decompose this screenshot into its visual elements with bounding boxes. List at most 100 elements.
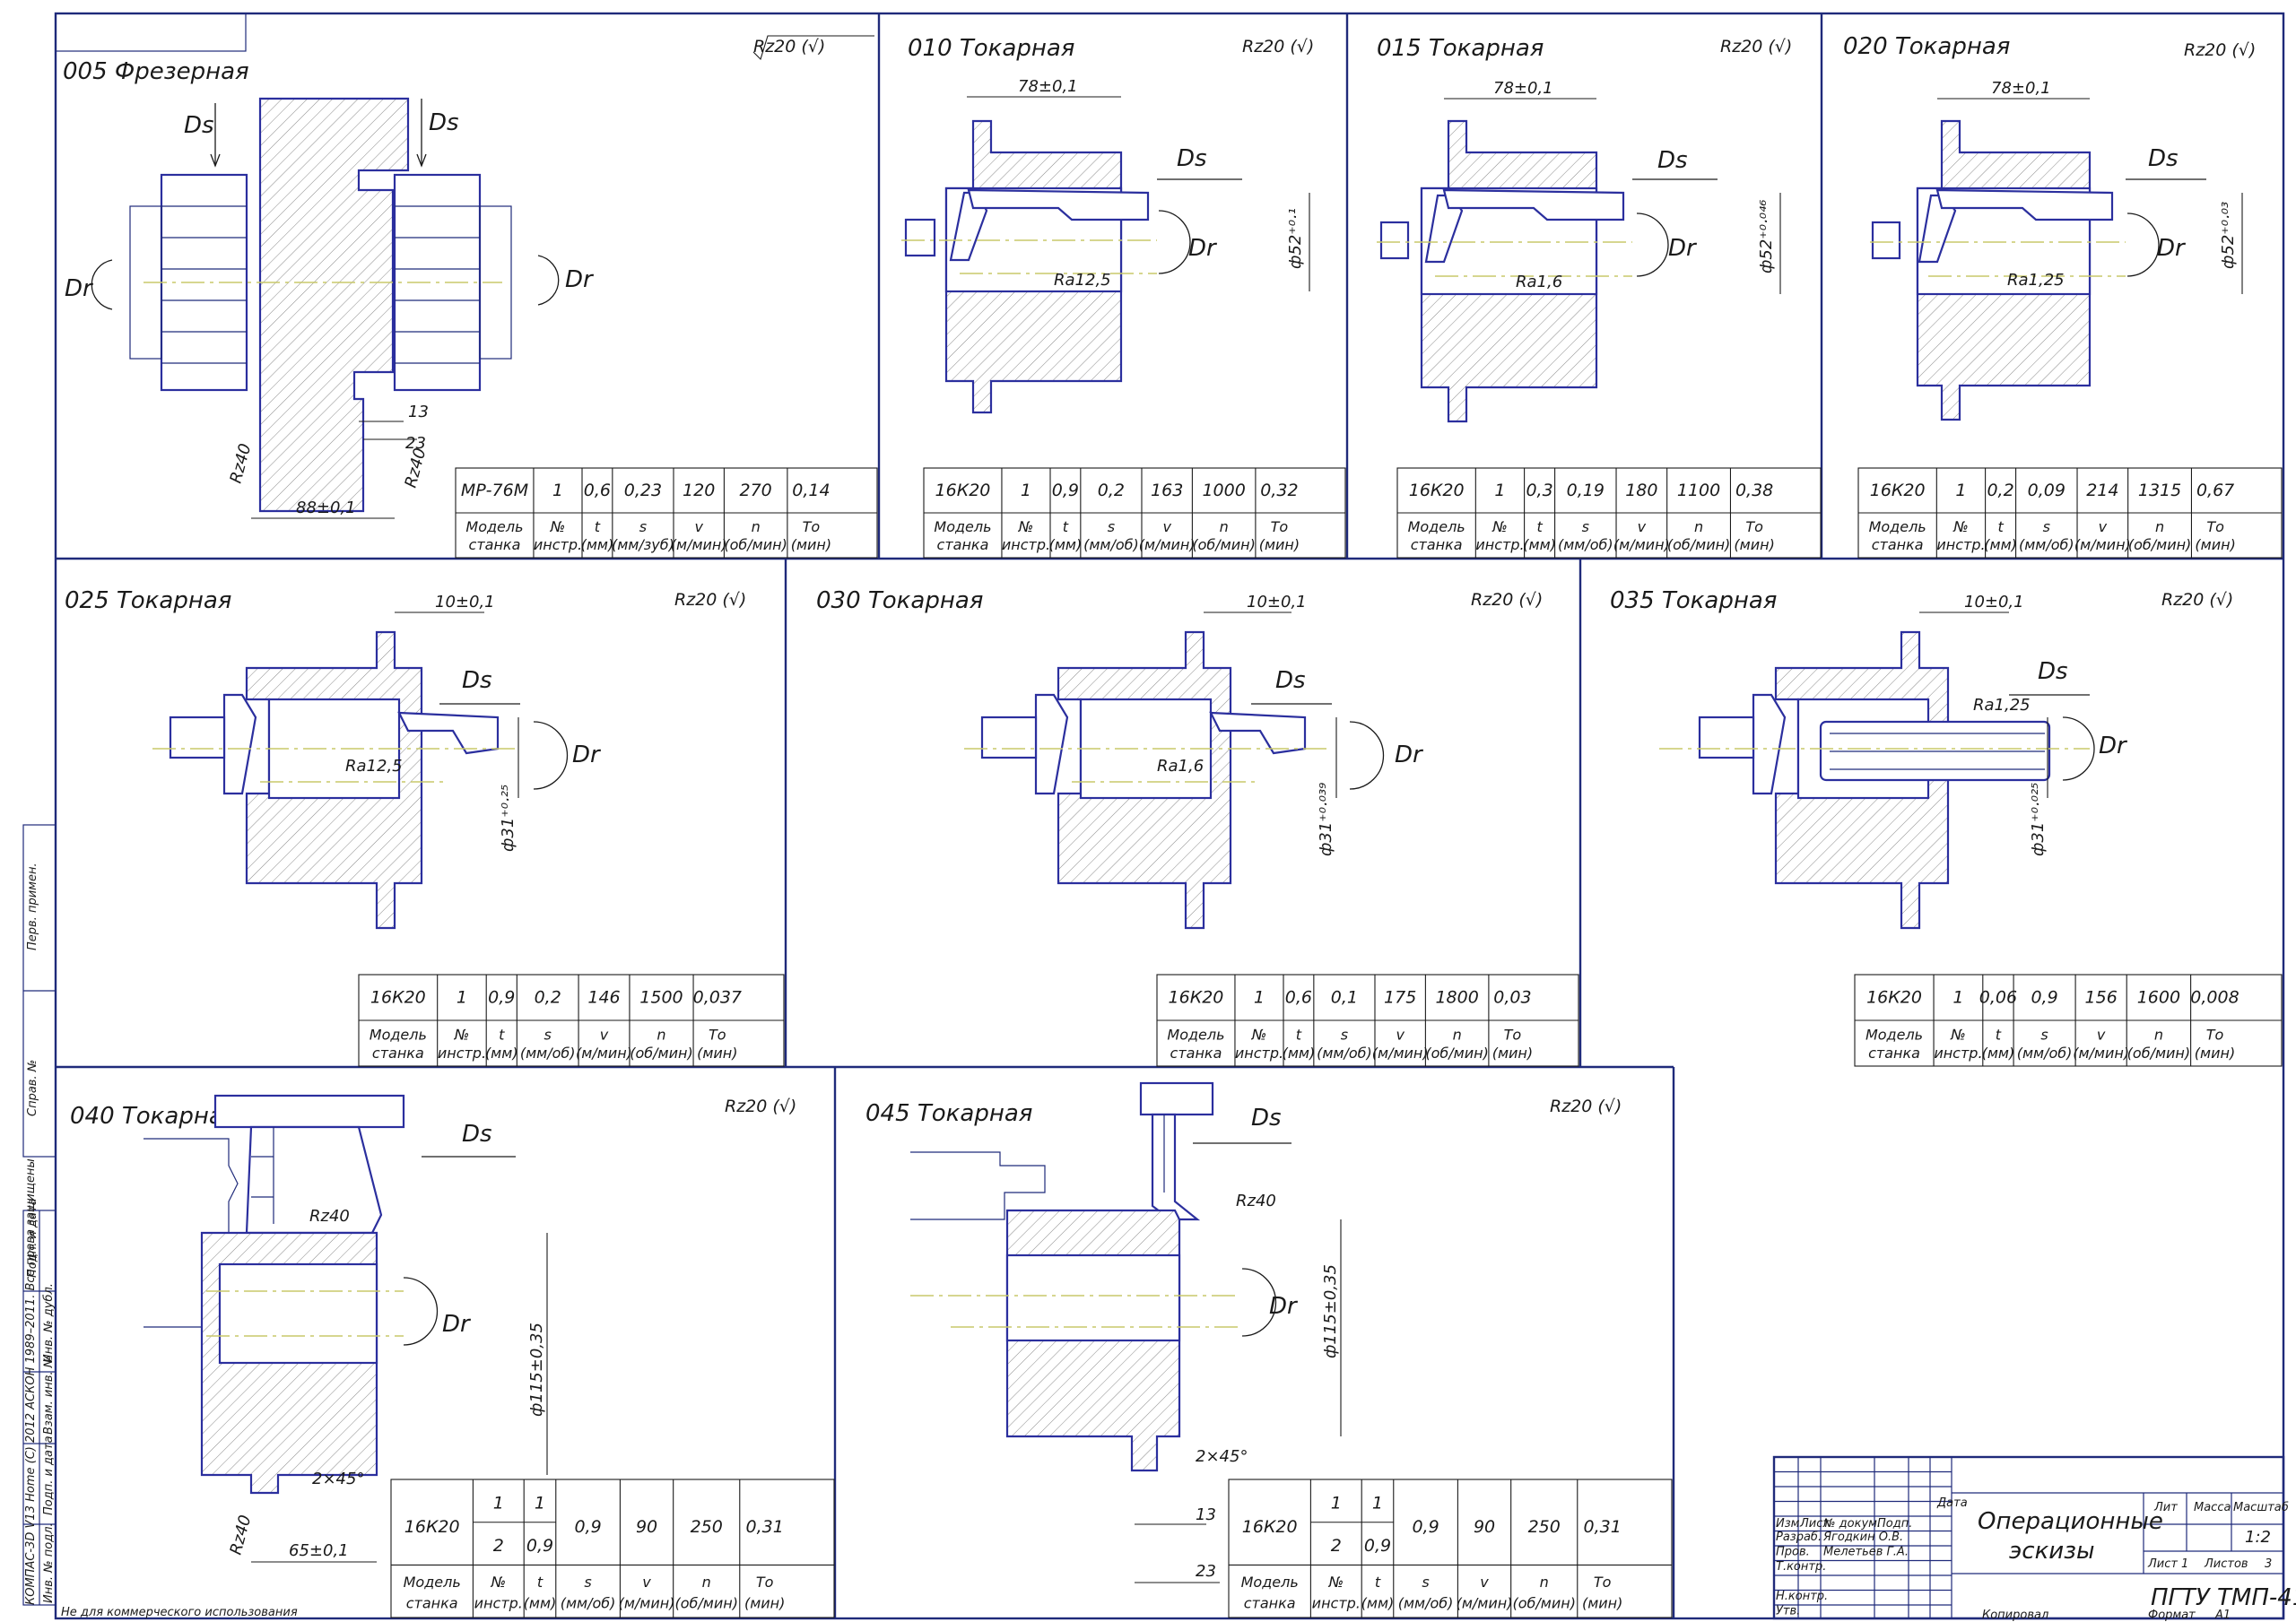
table-header: То: [1594, 1574, 1612, 1591]
ds-label: Ds: [1275, 667, 1306, 694]
table-cell: 1315: [2138, 481, 2181, 500]
op-040: 040 Токарная Rz20 (√) Ds Dr ф115±0,35 2×…: [70, 1094, 796, 1563]
table-header: инстр.: [1936, 536, 1985, 553]
table-cell: 214: [2086, 481, 2118, 500]
dr-label: Dr: [572, 742, 602, 768]
corner-box: [55, 13, 247, 52]
table-cell: 0,1: [1331, 988, 1358, 1008]
dr-label: Dr: [565, 266, 595, 293]
table-header: (об/мин): [2127, 1045, 2190, 1062]
table-cell: 270: [740, 481, 772, 500]
table-header: То: [2206, 1026, 2224, 1043]
roughness-note: Rz20 (√): [674, 590, 746, 610]
dim-text: ф31⁺⁰·⁰³⁹: [1317, 783, 1335, 856]
table-cell: 16К20: [370, 988, 426, 1008]
table-header: s: [1422, 1574, 1429, 1591]
table-cell: 1100: [1677, 481, 1720, 500]
table-header: v: [1396, 1026, 1405, 1043]
table-header: v: [1162, 518, 1171, 535]
table-cell: 1500: [639, 988, 683, 1008]
ds-label: Ds: [462, 667, 492, 694]
table-cell: 0,67: [2196, 481, 2234, 500]
param-table: Модельстанка16К20№инстр.1t(мм)0,9s(мм/об…: [358, 974, 785, 1067]
table-header: (мин): [744, 1594, 785, 1611]
param-table: Модельстанка16К20№инстр.1t(мм)0,06s(мм/о…: [1854, 974, 2283, 1067]
sheet-no: 1: [2181, 1557, 2188, 1571]
table-header: №: [1492, 518, 1508, 535]
table-cell: 0,9: [1364, 1536, 1391, 1556]
op-010: 010 Токарная Rz20 (√) 78±0,1 Ds Dr ф52⁺⁰…: [901, 35, 1314, 414]
ds-label: Ds: [2038, 658, 2068, 685]
table-header: №: [1018, 518, 1034, 535]
table-header: (мин): [2195, 536, 2235, 553]
table-cell: 0,06: [1979, 988, 2017, 1008]
op-title: 025 Токарная: [65, 587, 231, 614]
ra-label: Rz40: [227, 1514, 256, 1557]
dim-text: 78±0,1: [1018, 77, 1078, 96]
stamp-role: Пров.: [1776, 1546, 1810, 1559]
table-header: То: [2206, 518, 2224, 535]
op-020: 020 Токарная Rz20 (√) 78±0,1 Ds Dr ф52⁺⁰…: [1843, 33, 2256, 421]
table-cell: 16К20: [1866, 988, 1922, 1008]
table-header: станка: [1170, 1045, 1222, 1062]
table-cell: 0,9: [1412, 1517, 1439, 1537]
side-label: Взам. инв. №: [42, 1356, 56, 1435]
dim-text: ф31⁺⁰·⁰²⁵: [2029, 783, 2048, 856]
table-header: t: [1996, 1026, 2002, 1043]
tool-holder: [213, 1094, 405, 1129]
table-header: (мин): [1582, 1594, 1622, 1611]
table-cell: 1: [1955, 481, 1966, 500]
format-label: Формат: [2148, 1609, 2196, 1622]
dim-text: 13: [408, 403, 429, 421]
dim-text: ф31⁺⁰·²⁵: [499, 785, 517, 852]
side-strip: Перв. примен. Справ. № Подп. и дата Инв.…: [22, 824, 57, 1606]
ds-label: Ds: [1251, 1105, 1282, 1132]
ds-label: Ds: [429, 109, 459, 136]
dim-text: 13: [1196, 1505, 1216, 1524]
table-cell: 146: [587, 988, 620, 1008]
table-header: инстр.: [1235, 1045, 1283, 1062]
table-header: станка: [372, 1045, 424, 1062]
dim-text: ф115±0,35: [1321, 1264, 1340, 1358]
table-header: (мм): [1049, 536, 1083, 553]
dim-text: 23: [405, 434, 426, 453]
dim-text: 2×45°: [1196, 1447, 1248, 1466]
dr-label: Dr: [2157, 235, 2187, 262]
table-header: (об/мин): [724, 536, 787, 553]
scale-value: 1:2: [2245, 1528, 2271, 1547]
table-cell: 1: [1372, 1493, 1383, 1513]
table-header: t: [1063, 518, 1069, 535]
table-header: (об/мин): [674, 1594, 737, 1611]
table-header: s: [584, 1574, 591, 1591]
table-cell: 1: [552, 481, 563, 500]
non-commercial-note: Не для коммерческого использования: [61, 1606, 298, 1619]
table-cell: 90: [1474, 1517, 1495, 1537]
side-label: Инв. № дубл.: [42, 1283, 56, 1363]
table-header: (мм): [1361, 1594, 1395, 1611]
table-header: инстр.: [534, 536, 582, 553]
table-header: s: [1108, 518, 1115, 535]
table-header: n: [1453, 1026, 1462, 1043]
table-header: t: [595, 518, 601, 535]
table-cell: 163: [1151, 481, 1183, 500]
scale-label: Масштаб: [2233, 1501, 2289, 1514]
table-cell: 0,037: [693, 988, 742, 1008]
dim-text: 10±0,1: [435, 593, 495, 612]
dim-text: 78±0,1: [1493, 79, 1553, 98]
table-cell: 1: [1254, 988, 1265, 1008]
table-header: (м/мин): [576, 1045, 632, 1062]
table-cell: 0,2: [1987, 481, 2013, 500]
table-header: (мм): [1283, 1045, 1316, 1062]
format-value: А1: [2214, 1609, 2231, 1622]
table-cell: 1: [1494, 481, 1505, 500]
table-cell: 120: [683, 481, 715, 500]
sheet-frame: [54, 12, 2285, 1620]
table-cell: 2: [1331, 1536, 1342, 1556]
table-header: (мм): [1984, 536, 2017, 553]
table-header: (мм): [1523, 536, 1556, 553]
table-header: (мин): [1492, 1045, 1533, 1062]
ds-label: Ds: [1177, 145, 1207, 172]
table-header: (м/мин): [2074, 536, 2131, 553]
ds-label: Ds: [2148, 145, 2179, 172]
